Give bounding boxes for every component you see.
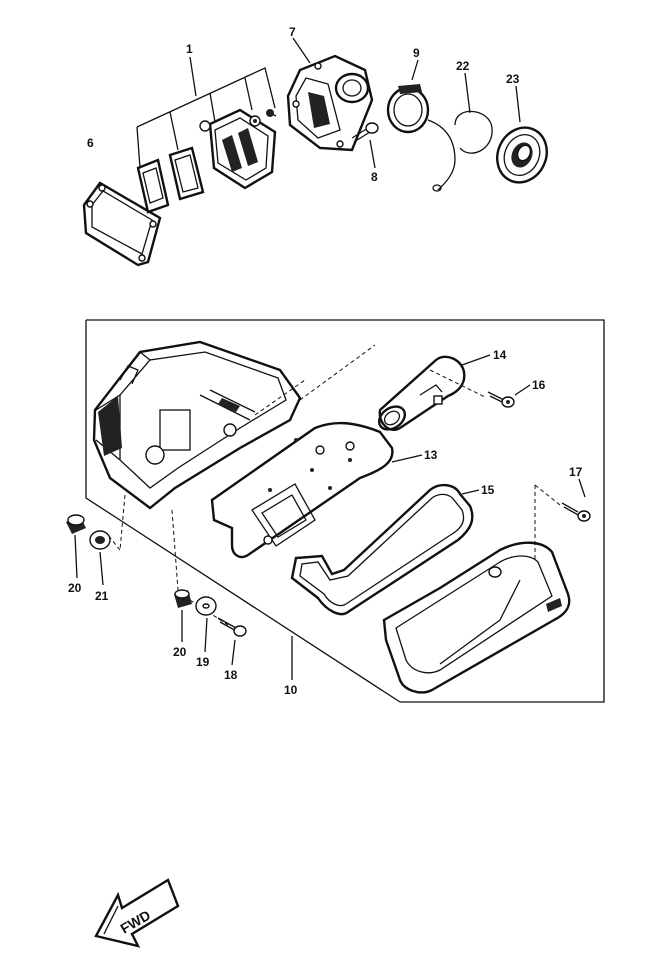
nut-part-21 <box>89 530 111 586</box>
spring-wire-part-22 <box>427 72 493 192</box>
small-screw <box>249 109 277 127</box>
callout-16: 16 <box>532 378 546 392</box>
seal-ring-part-23 <box>496 85 548 184</box>
air-box-cover <box>382 541 571 694</box>
callout-20-lower: 20 <box>173 645 187 659</box>
grommet-part-20-lower <box>174 589 192 642</box>
callout-23: 23 <box>506 72 520 86</box>
callout-20-left: 20 <box>68 581 82 595</box>
callout-19: 19 <box>196 655 210 669</box>
callout-21: 21 <box>95 589 109 603</box>
intake-manifold-part-7 <box>286 37 374 152</box>
part-1-bracket <box>136 56 276 169</box>
callout-9: 9 <box>413 46 420 60</box>
callout-15: 15 <box>481 483 495 497</box>
air-box-case <box>92 340 302 510</box>
washer-part-19 <box>195 596 217 653</box>
callout-13: 13 <box>424 448 438 462</box>
gasket-part-6 <box>82 181 162 267</box>
callout-18: 18 <box>224 668 238 682</box>
screw-part-18 <box>217 617 247 666</box>
filter-plate-part-13 <box>210 421 423 559</box>
screw-part-16 <box>487 384 531 408</box>
grommet-part-20-left <box>66 514 86 579</box>
screw-part-8 <box>351 122 379 169</box>
callout-22: 22 <box>456 59 470 73</box>
callout-8: 8 <box>371 170 378 184</box>
callout-6: 6 <box>87 136 94 150</box>
reed-valve-block <box>199 108 277 190</box>
screw-part-17 <box>561 478 591 522</box>
callout-7: 7 <box>289 25 296 39</box>
reed-petal-right <box>168 146 205 201</box>
callout-10: 10 <box>284 683 298 697</box>
intake-pipe-part-14 <box>377 354 491 431</box>
hose-clamp-part-9 <box>386 59 430 134</box>
reed-petal-left <box>136 158 170 214</box>
callout-1: 1 <box>186 42 193 56</box>
assembly-frame <box>85 319 605 703</box>
seal-gasket-part-15 <box>290 483 480 616</box>
callout-14: 14 <box>493 348 507 362</box>
forward-direction-arrow: FWD <box>94 878 180 948</box>
callout-17: 17 <box>569 465 583 479</box>
